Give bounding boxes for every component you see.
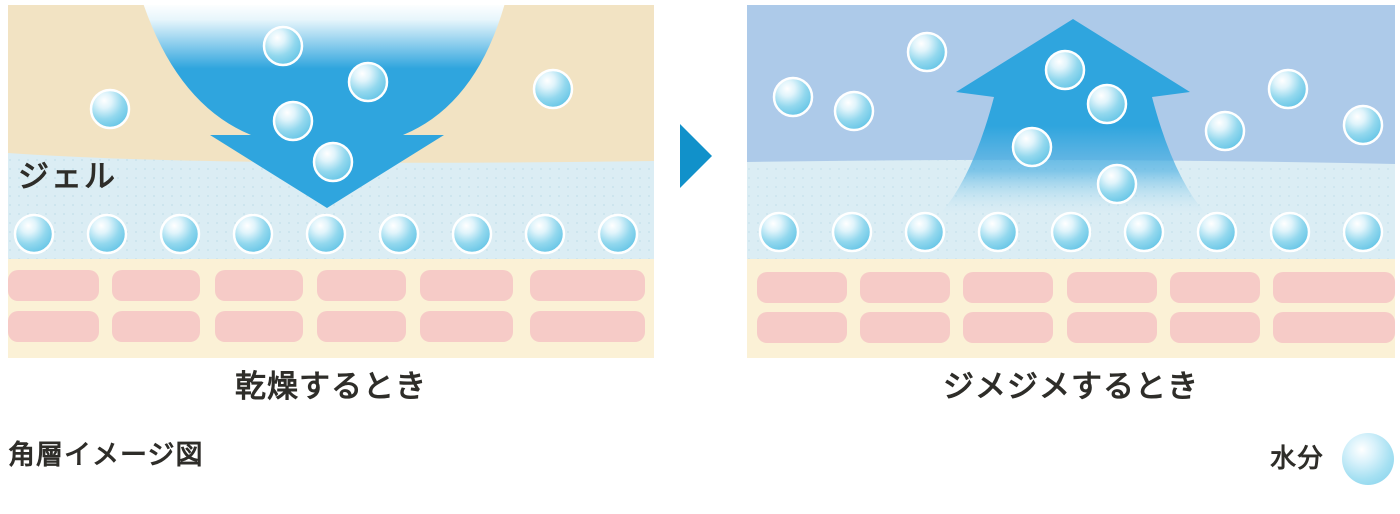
humid-panel-title: ジメジメするとき — [943, 369, 1199, 404]
water-droplet-icon — [1204, 110, 1246, 152]
skin-cell — [420, 311, 513, 342]
water-droplet-icon — [232, 213, 274, 255]
water-droplets — [13, 25, 639, 255]
water-droplet-icon — [312, 141, 354, 183]
water-droplets — [758, 31, 1384, 253]
water-droplet-icon — [86, 213, 128, 255]
water-droplet-icon — [758, 211, 800, 253]
dry-panel-illustration — [8, 5, 654, 358]
water-droplet-icon — [1342, 211, 1384, 253]
water-droplet-icon — [451, 213, 493, 255]
right-triangle-arrow-icon — [680, 124, 712, 188]
gel-label: ジェル — [18, 159, 117, 194]
skin-cell — [317, 311, 406, 342]
water-droplet-icon — [906, 31, 948, 73]
skin-cell — [215, 270, 303, 301]
diagram-caption: 角層イメージ図 — [8, 440, 204, 470]
water-droplet-icon — [597, 213, 639, 255]
water-droplet-icon — [833, 90, 875, 132]
water-droplet-icon — [1096, 163, 1138, 205]
upward-release-arrow-icon — [940, 19, 1206, 214]
water-droplet-icon — [1267, 68, 1309, 110]
skin-cell — [112, 311, 200, 342]
water-droplet-icon — [305, 213, 347, 255]
skin-cell — [215, 311, 303, 342]
skin-cell — [1273, 272, 1395, 303]
water-droplet-icon — [1011, 126, 1053, 168]
skin-cell — [860, 272, 950, 303]
humid-condition-panel — [747, 5, 1395, 358]
water-droplet-icon — [1123, 211, 1165, 253]
water-droplet-icon — [1196, 211, 1238, 253]
skin-cell — [1170, 312, 1260, 343]
water-droplet-icon — [159, 213, 201, 255]
skin-cell — [530, 270, 645, 301]
skin-cell — [963, 312, 1053, 343]
skin-cell — [317, 270, 406, 301]
downward-absorb-arrow-icon — [143, 5, 505, 208]
skin-cells — [757, 272, 1395, 343]
water-droplet-icon — [1050, 211, 1092, 253]
skin-cell — [1067, 272, 1157, 303]
skin-cell — [530, 311, 645, 342]
water-droplet-icon — [1342, 433, 1394, 485]
water-droplet-icon — [524, 213, 566, 255]
water-droplet-icon — [1269, 211, 1311, 253]
water-droplet-icon — [13, 213, 55, 255]
water-droplet-icon — [272, 100, 314, 142]
skin-cell — [860, 312, 950, 343]
panel-separator — [680, 124, 712, 188]
skin-cell — [757, 272, 847, 303]
legend-label: 水分 — [1270, 443, 1325, 473]
dry-condition-panel: ジェル — [8, 5, 654, 358]
skin-cell — [8, 270, 99, 301]
water-droplet-icon — [904, 211, 946, 253]
skin-cell — [1273, 312, 1395, 343]
water-droplet-icon — [262, 25, 304, 67]
water-droplet-icon — [89, 88, 131, 130]
skin-cell — [757, 312, 847, 343]
water-droplet-icon — [831, 211, 873, 253]
water-droplet-icon — [1086, 83, 1128, 125]
skin-cell — [1170, 272, 1260, 303]
water-droplet-icon — [1342, 104, 1384, 146]
skin-cell — [112, 270, 200, 301]
water-droplet-icon — [378, 213, 420, 255]
skin-cell — [420, 270, 513, 301]
water-droplet-icon — [347, 61, 389, 103]
skin-cell — [8, 311, 99, 342]
water-droplet-icon — [772, 76, 814, 118]
water-droplet-icon — [1044, 49, 1086, 91]
skin-cell — [1067, 312, 1157, 343]
water-droplet-icon — [977, 211, 1019, 253]
skin-cell — [963, 272, 1053, 303]
dry-panel-title: 乾燥するとき — [235, 369, 427, 404]
water-droplet-icon — [532, 68, 574, 110]
skin-cells — [8, 270, 645, 342]
humid-panel-illustration — [747, 5, 1395, 358]
